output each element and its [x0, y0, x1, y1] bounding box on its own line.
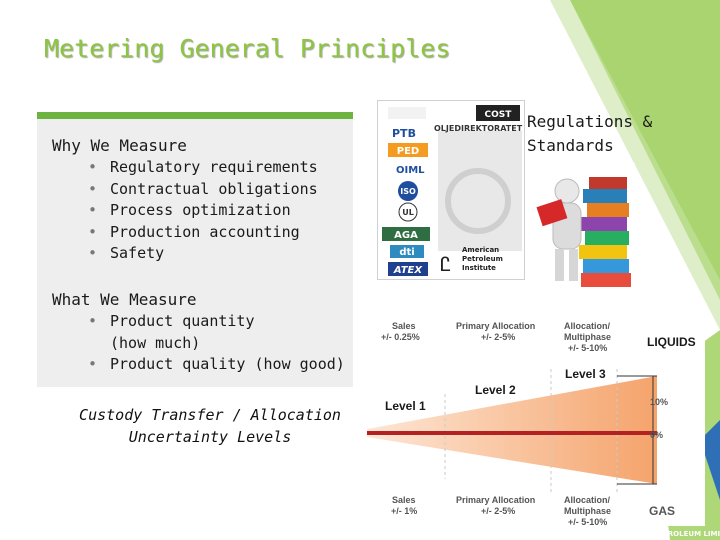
top-sales-value: +/- 0.25% [381, 332, 420, 342]
why-item: •Process optimization [88, 200, 318, 222]
regulations-label: Regulations & Standards [527, 110, 652, 158]
level-2-label: Level 2 [475, 383, 516, 397]
top-primary-value: +/- 2-5% [481, 332, 515, 342]
why-list: •Regulatory requirements •Contractual ob… [88, 157, 318, 265]
gas-label: GAS [649, 504, 675, 518]
bullet-icon: • [88, 222, 98, 241]
bullet-icon: • [88, 201, 98, 219]
bottom-sales-label: Sales [392, 495, 416, 505]
bullet-icon: • [88, 158, 98, 176]
logo-atex: ATEX [393, 265, 423, 276]
logo-aga: AGA [394, 230, 418, 241]
level-1-label: Level 1 [385, 399, 426, 413]
bottom-primary-value: +/- 2-5% [481, 506, 515, 516]
standards-logos: COST PTB OLJEDIREKTORATET PED OIML ISO U… [378, 101, 524, 279]
what-item: •Product quality (how good) [88, 354, 345, 376]
tick-10-percent: 10% [650, 397, 668, 407]
top-alloc-label-2: Multiphase [564, 332, 611, 342]
bullet-icon: • [88, 179, 98, 198]
bottom-sales-value: +/- 1% [391, 506, 417, 516]
logo-ul: UL [402, 208, 414, 217]
why-item: •Production accounting [88, 222, 318, 244]
slide-title: Metering General Principles [44, 34, 451, 63]
tick-0-percent: 0% [650, 430, 663, 440]
logo-oljedirektoratet: OLJEDIREKTORATET [434, 124, 523, 133]
logo-dti: dti [399, 247, 414, 258]
what-list: •Product quantity (how much) •Product qu… [88, 311, 345, 376]
bottom-primary-label: Primary Allocation [456, 495, 535, 505]
measure-panel: Why We Measure •Regulatory requirements … [37, 112, 353, 387]
api-line-1: American [462, 246, 499, 254]
api-line-2: Petroleum [462, 255, 503, 263]
custody-caption: Custody Transfer / Allocation Uncertaint… [40, 404, 380, 448]
logo-small-icon [388, 107, 426, 119]
top-alloc-label-1: Allocation/ [564, 321, 611, 331]
why-item: •Safety [88, 243, 318, 265]
top-primary-label: Primary Allocation [456, 321, 535, 331]
level-3-label: Level 3 [565, 367, 606, 381]
uncertainty-cone [367, 376, 657, 484]
custody-line-1: Custody Transfer / Allocation [79, 406, 341, 424]
api-monogram-icon: Ꮭ [440, 252, 451, 276]
regulations-line-2: Standards [527, 136, 614, 155]
top-alloc-value: +/- 5-10% [568, 343, 607, 353]
logo-ped: PED [397, 146, 419, 157]
regulations-line-1: Regulations & [527, 112, 653, 131]
bullet-icon: • [88, 244, 98, 262]
what-heading: What We Measure [52, 290, 197, 309]
what-item: •Product quantity [88, 311, 345, 333]
logo-cost: COST [485, 110, 513, 120]
bullet-icon: • [88, 312, 98, 330]
why-item: •Regulatory requirements [88, 157, 318, 179]
why-item: •Contractual obligations [88, 179, 318, 201]
logo-iso: ISO [400, 187, 416, 196]
reading-figure-illustration [531, 163, 635, 291]
logo-ptb: PTB [392, 127, 416, 140]
why-heading: Why We Measure [52, 136, 187, 155]
api-line-3: Institute [462, 264, 496, 272]
bottom-alloc-label-1: Allocation/ [564, 495, 611, 505]
bottom-alloc-value: +/- 5-10% [568, 517, 607, 526]
liquids-label: LIQUIDS [647, 335, 696, 349]
what-item-continuation: (how much) [110, 333, 201, 352]
logo-oiml: OIML [396, 165, 425, 176]
footer-brand: GULF PETROLEUM LIMITED [630, 530, 720, 538]
standards-logo-collage: COST PTB OLJEDIREKTORATET PED OIML ISO U… [377, 100, 525, 280]
top-sales-label: Sales [392, 321, 416, 331]
custody-line-2: Uncertainty Levels [128, 428, 292, 446]
bullet-icon: • [88, 355, 98, 373]
uncertainty-levels-chart: Sales +/- 0.25% Primary Allocation +/- 2… [367, 314, 705, 526]
bottom-alloc-label-2: Multiphase [564, 506, 611, 516]
